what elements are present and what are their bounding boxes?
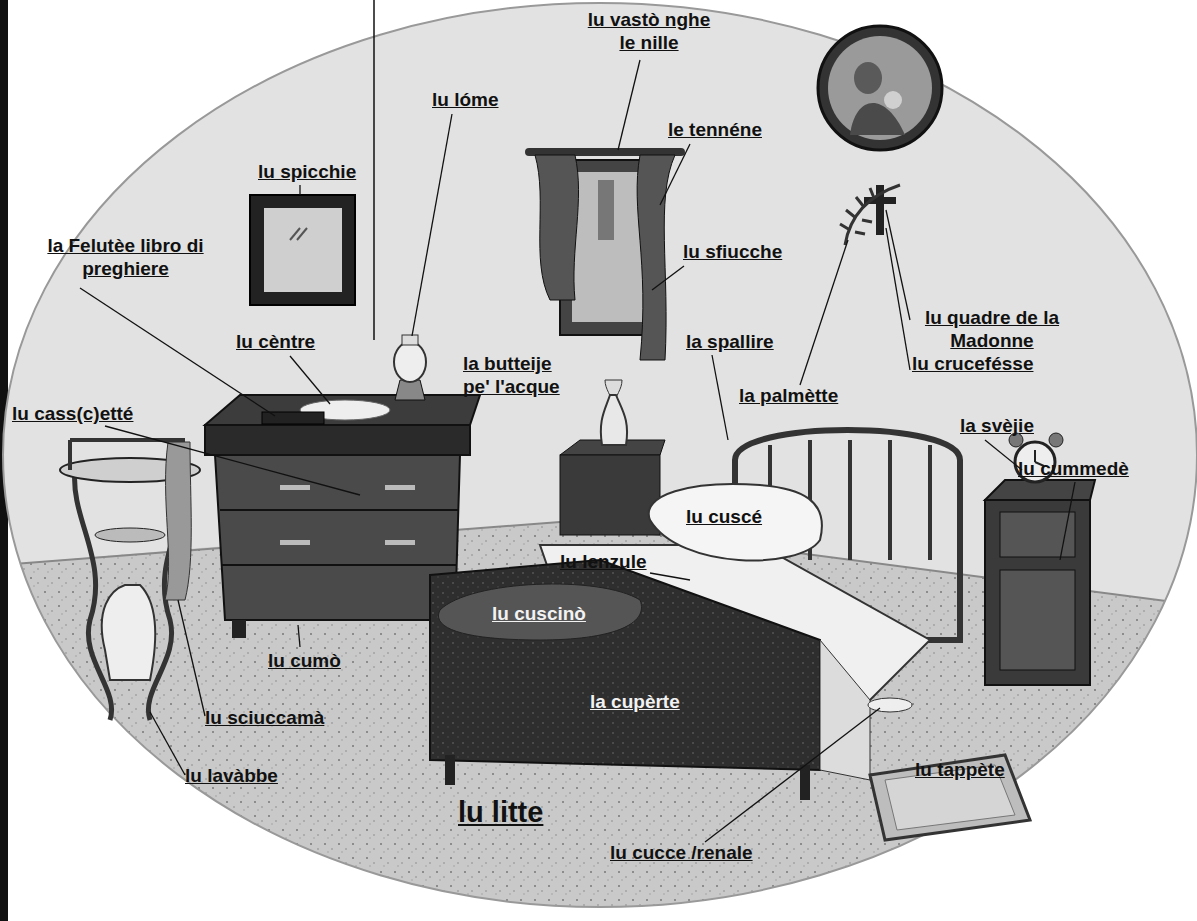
part-label: lu litte bbox=[458, 795, 543, 830]
part-label: lu lavàbbe bbox=[185, 764, 278, 787]
part-label: la palmètte bbox=[739, 384, 838, 407]
part-label: lu cumò bbox=[268, 649, 341, 672]
part-label: lu lóme bbox=[432, 88, 499, 111]
part-label: la svèjie bbox=[960, 414, 1034, 437]
part-label: lu spicchie bbox=[258, 160, 356, 183]
part-label: lu cucce /renale bbox=[610, 841, 753, 864]
part-label: lu cummedè bbox=[1018, 457, 1129, 480]
part-label: lu lenzule bbox=[560, 550, 647, 573]
part-label: la spallire bbox=[686, 330, 774, 353]
part-label: le tennéne bbox=[668, 118, 762, 141]
part-label: lu sciuccamà bbox=[205, 706, 324, 729]
part-label: lu quadre de la Madonne bbox=[912, 306, 1072, 352]
part-label: la butteije pe' l'acque bbox=[463, 352, 581, 398]
part-label: lu tappète bbox=[915, 758, 1005, 781]
part-label: la Felutèe libro di preghiere bbox=[18, 234, 233, 280]
part-label: lu vastò nghe le nille bbox=[585, 8, 713, 54]
part-label: lu cuscé bbox=[686, 505, 762, 528]
part-label: lu cèntre bbox=[236, 330, 315, 353]
part-label: lu cuscinò bbox=[492, 602, 586, 625]
part-label: la cupèrte bbox=[590, 690, 680, 713]
part-label: lu crucefésse bbox=[912, 352, 1033, 375]
part-label: lu sfiucche bbox=[683, 240, 782, 263]
part-label: lu cass(c)etté bbox=[12, 402, 133, 425]
